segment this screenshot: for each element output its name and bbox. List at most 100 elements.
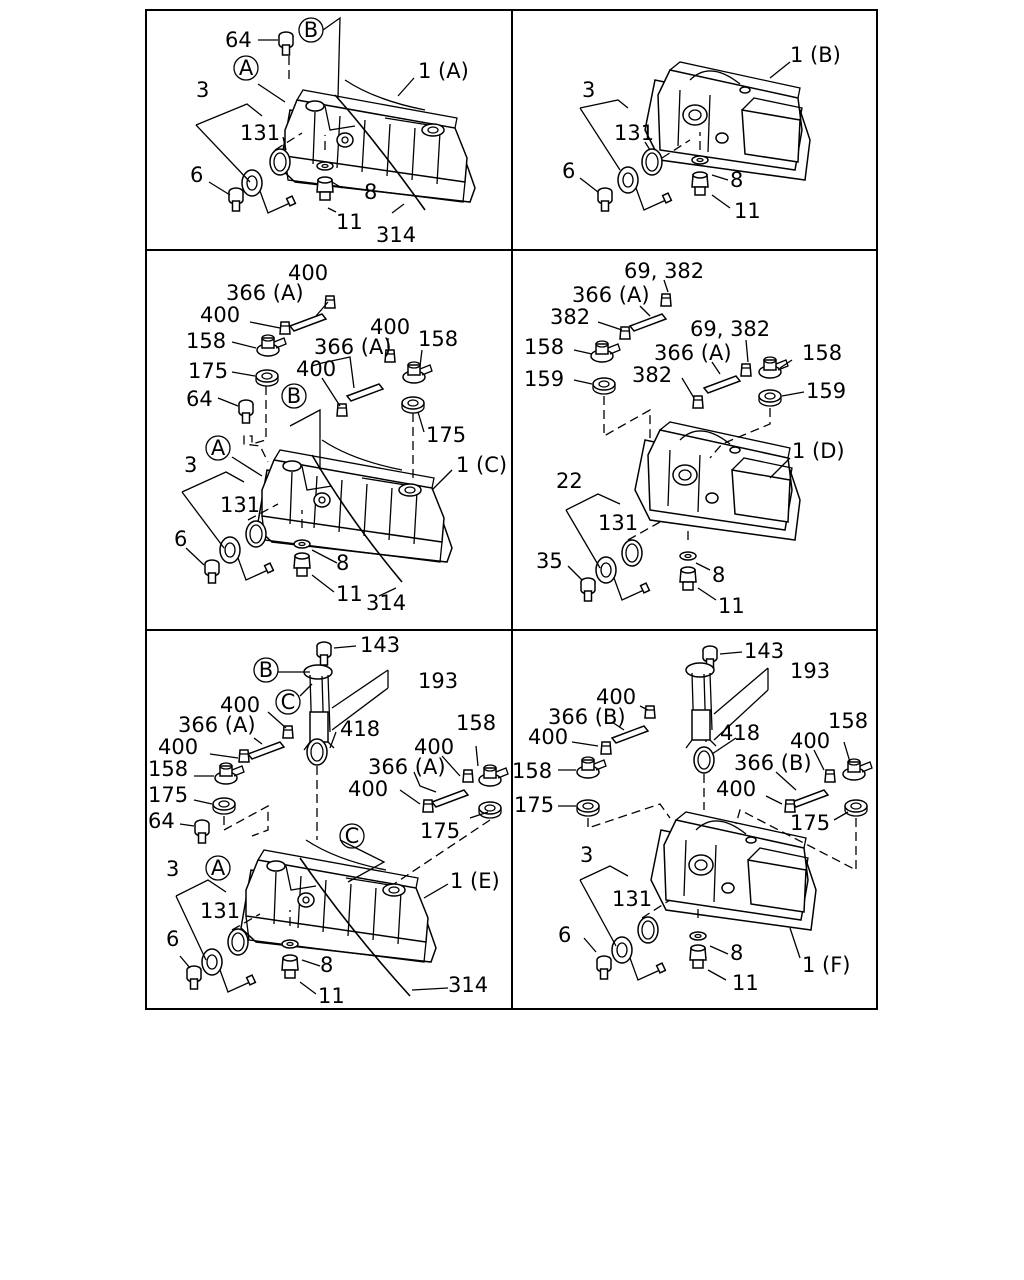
label-158: 158	[524, 335, 564, 359]
valve-158	[478, 764, 509, 787]
label-314: 314	[376, 223, 416, 247]
label-64: 64	[225, 28, 252, 52]
label-400: 400	[200, 303, 240, 327]
label-158: 158	[186, 329, 226, 353]
label-11: 11	[336, 210, 363, 234]
label-158: 158	[802, 341, 842, 365]
valve-158	[576, 756, 607, 779]
label-8: 8	[336, 551, 349, 575]
pipe-314	[311, 454, 403, 583]
gasket-131	[227, 928, 249, 956]
label-circle-c: C	[345, 824, 360, 848]
hose-366a	[346, 383, 384, 402]
grommet-175	[844, 799, 868, 817]
label-175: 175	[148, 783, 188, 807]
label-3: 3	[196, 78, 209, 102]
label-400: 400	[414, 735, 454, 759]
label-143: 143	[744, 639, 784, 663]
label-158: 158	[456, 711, 496, 735]
label-11: 11	[732, 971, 759, 995]
clip-400	[336, 403, 348, 417]
label-400: 400	[158, 735, 198, 759]
gasket-131	[641, 148, 663, 176]
drain-plug-11	[293, 552, 311, 577]
label-circle-b: B	[259, 658, 273, 682]
callout-circle-c	[339, 823, 365, 849]
fuel-tank-1b	[644, 61, 811, 181]
valve-158	[256, 334, 287, 357]
bolt-64	[194, 819, 210, 844]
screw-6	[204, 559, 220, 584]
label-158: 158	[418, 327, 458, 351]
label-3: 3	[166, 857, 179, 881]
washer-8	[281, 939, 299, 949]
label-69-382: 69, 382	[624, 259, 704, 283]
grommet-175	[212, 797, 236, 815]
label-11: 11	[336, 582, 363, 606]
screw-6	[228, 187, 244, 212]
clip-382	[619, 326, 631, 340]
label-175: 175	[426, 423, 466, 447]
washer-8	[316, 161, 334, 171]
screw-6	[597, 187, 613, 212]
drain-plug-11	[281, 954, 299, 979]
grommet-175	[401, 396, 425, 414]
clip-400	[238, 749, 250, 763]
panel-1b: 1 (B) 3 131 6 8 11	[562, 43, 841, 223]
gasket-131	[621, 539, 643, 567]
panel-1c: 400 366 (A) 400 158 175 64 400 158 366 (…	[174, 261, 507, 615]
label-366a: 366 (A)	[368, 755, 446, 779]
label-131: 131	[614, 121, 654, 145]
hose-366a	[431, 789, 469, 808]
label-circle-a: A	[239, 56, 254, 80]
grommet-175	[576, 799, 600, 817]
label-69-382: 69, 382	[690, 317, 770, 341]
label-3: 3	[582, 78, 595, 102]
label-11: 11	[718, 594, 745, 618]
label-6: 6	[190, 163, 203, 187]
label-158: 158	[148, 757, 188, 781]
screw-6	[186, 965, 202, 990]
label-366b: 366 (B)	[548, 705, 626, 729]
label-8: 8	[712, 563, 725, 587]
label-366a: 366 (A)	[314, 335, 392, 359]
valve-158	[402, 361, 433, 384]
label-22: 22	[556, 469, 583, 493]
washer-8	[293, 539, 311, 549]
callout-circle-a	[233, 55, 259, 81]
drain-plug-11	[689, 944, 707, 969]
label-366a: 366 (A)	[572, 283, 650, 307]
clip-400	[644, 705, 656, 719]
label-8: 8	[730, 168, 743, 192]
fuel-tank-1a	[279, 79, 476, 203]
hose-366a	[703, 375, 741, 394]
label-8: 8	[730, 941, 743, 965]
label-6: 6	[558, 923, 571, 947]
screw-35	[580, 577, 596, 602]
fuel-sender-3	[201, 948, 257, 993]
hose-366a	[247, 741, 285, 760]
callout-circle-a	[205, 435, 231, 461]
screw-6	[596, 955, 612, 980]
label-382: 382	[632, 363, 672, 387]
label-3: 3	[580, 843, 593, 867]
label-400: 400	[528, 725, 568, 749]
valve-158	[842, 758, 873, 781]
label-314: 314	[448, 973, 488, 997]
callout-circle-b	[281, 383, 307, 409]
grommet-159	[592, 377, 616, 395]
grommet-175	[478, 801, 502, 819]
fuel-sender-3	[219, 536, 275, 581]
label-6: 6	[174, 527, 187, 551]
hose-366a	[629, 313, 667, 332]
label-418: 418	[340, 717, 380, 741]
label-8: 8	[364, 180, 377, 204]
hose-366a	[289, 313, 327, 332]
label-circle-b: B	[287, 384, 301, 408]
label-366a: 366 (A)	[654, 341, 732, 365]
label-382: 382	[550, 305, 590, 329]
label-circle-c: C	[281, 690, 296, 714]
fuel-pump-193	[303, 664, 335, 751]
grommet-159	[758, 389, 782, 407]
panel-1a: 64 B 1 (A) A 3 131 6 8 11 314	[190, 16, 476, 247]
